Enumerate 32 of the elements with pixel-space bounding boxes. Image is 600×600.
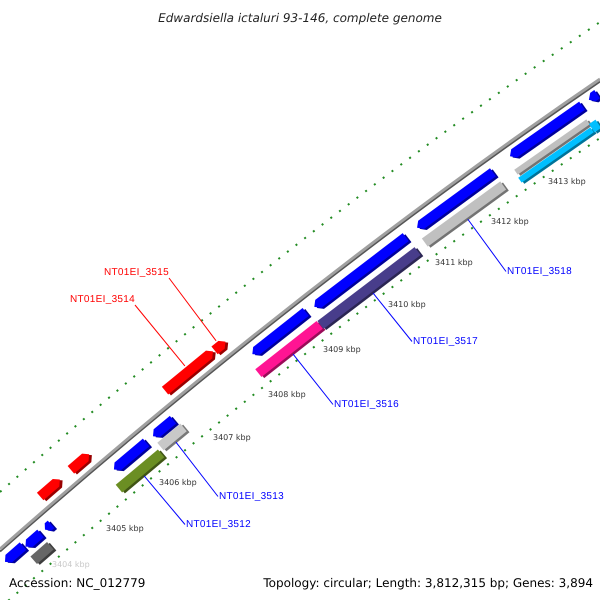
leader-line — [467, 218, 506, 272]
gene-label: NT01EI_3518 — [507, 265, 572, 278]
accession-text: Accession: NC_012779 — [9, 575, 146, 592]
gene-label: NT01EI_3513 — [219, 490, 284, 503]
genome-summary-text: Topology: circular; Length: 3,812,315 bp; Genes: 3,894 — [263, 575, 593, 592]
tick-label: 3410 kbp — [388, 300, 426, 310]
leader-line — [175, 442, 218, 497]
leader-line — [372, 292, 412, 342]
leader-line — [168, 278, 217, 342]
tick-label: 3411 kbp — [435, 258, 473, 268]
leader-line — [144, 475, 186, 525]
gene-block — [157, 424, 190, 452]
gene-label: NT01EI_3515 — [104, 266, 170, 279]
tick-label: 3407 kbp — [213, 433, 251, 443]
gene-label: NT01EI_3517 — [413, 335, 478, 348]
tick-label: 3408 kbp — [268, 390, 306, 400]
leader-line — [134, 304, 186, 366]
gene-label: NT01EI_3516 — [334, 398, 400, 411]
gene-label: NT01EI_3514 — [70, 293, 136, 306]
tick-label: 3405 kbp — [106, 524, 144, 534]
gene-label: NT01EI_3512 — [186, 518, 252, 531]
title: Edwardsiella ictaluri 93-146, complete genome — [158, 10, 442, 27]
gene-block — [317, 247, 424, 330]
gene-block — [422, 181, 509, 248]
tick-label: 3409 kbp — [323, 345, 361, 355]
gene-block — [162, 350, 216, 396]
tick-label: 3412 kbp — [491, 217, 529, 227]
leader-line — [292, 354, 334, 405]
gene-block — [255, 320, 326, 378]
gene-block — [211, 340, 228, 356]
tick-label: 3406 kbp — [159, 478, 197, 488]
tick-label: 3413 kbp — [548, 177, 586, 187]
